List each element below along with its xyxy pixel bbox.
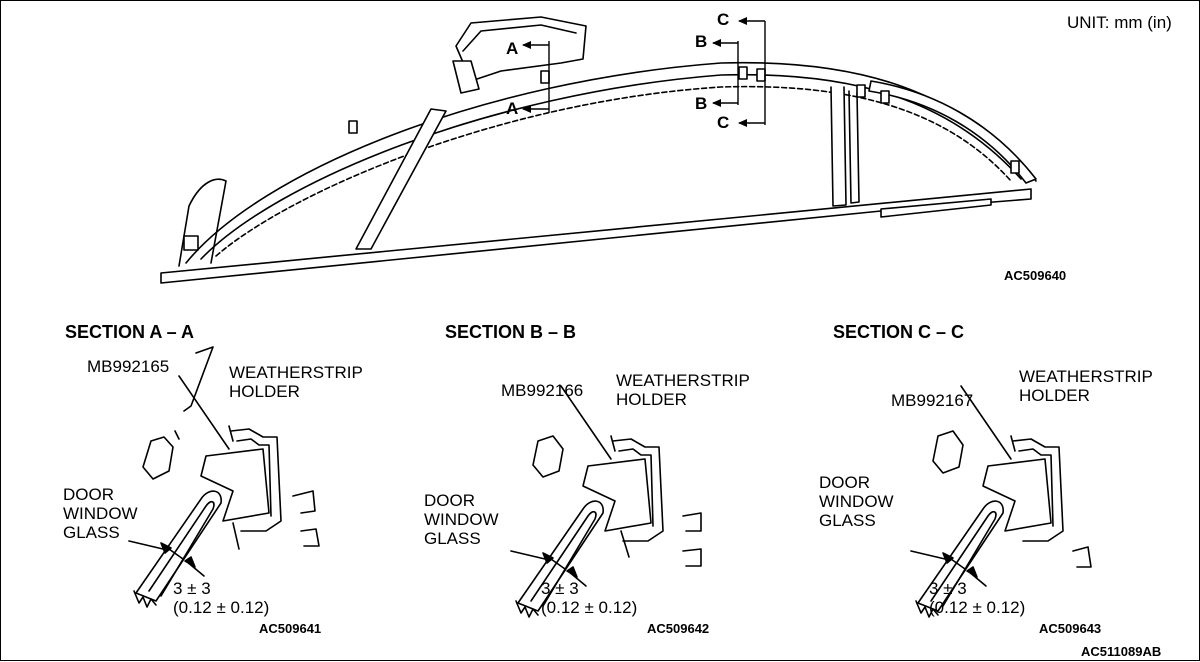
section-marker-c-top: C <box>717 10 730 29</box>
section-marker-b-top: B <box>695 32 708 51</box>
section-c-dimension-in: (0.12 ± 0.12) <box>929 598 1026 617</box>
section-a-tool-label: MB992165 <box>87 357 170 376</box>
section-c-tool-label: MB992167 <box>891 391 974 410</box>
section-marker-b-bottom: B <box>695 94 708 113</box>
section-b-title: SECTION B – B <box>445 322 577 342</box>
section-a-glass-label: DOOR WINDOW GLASS <box>63 485 138 542</box>
unit-label: UNIT: mm (in) <box>1067 13 1172 32</box>
overview-figure-code: AC509640 <box>1004 268 1067 283</box>
section-b-figure-code: AC509642 <box>647 621 710 636</box>
section-a-holder-label: WEATHERSTRIP HOLDER <box>229 363 363 401</box>
section-marker-c-bottom: C <box>717 113 730 132</box>
section-b-dimension-in: (0.12 ± 0.12) <box>541 598 638 617</box>
section-b-dimension-mm: 3 ± 3 <box>541 579 579 598</box>
section-c-drawing <box>910 385 1092 618</box>
section-b-glass-label: DOOR WINDOW GLASS <box>424 491 499 548</box>
figure-code: AC511089AB <box>1081 644 1162 659</box>
section-a-dimension-mm: 3 ± 3 <box>173 579 211 598</box>
section-c-glass-label: DOOR WINDOW GLASS <box>819 473 894 530</box>
section-b-tool-label: MB992166 <box>501 381 584 400</box>
section-c-dimension-mm: 3 ± 3 <box>929 579 967 598</box>
section-c-figure-code: AC509643 <box>1039 621 1102 636</box>
section-a-dimension-in: (0.12 ± 0.12) <box>173 598 270 617</box>
section-marker-a-top: A <box>506 39 519 58</box>
section-a-title: SECTION A – A <box>65 322 195 342</box>
section-a-drawing <box>128 346 320 608</box>
section-c-title: SECTION C – C <box>833 322 965 342</box>
section-a-figure-code: AC509641 <box>259 621 322 636</box>
section-marker-a-bottom: A <box>506 99 519 118</box>
section-c-holder-label: WEATHERSTRIP HOLDER <box>1019 367 1153 405</box>
section-b-holder-label: WEATHERSTRIP HOLDER <box>616 371 750 409</box>
section-b-drawing <box>510 385 702 618</box>
